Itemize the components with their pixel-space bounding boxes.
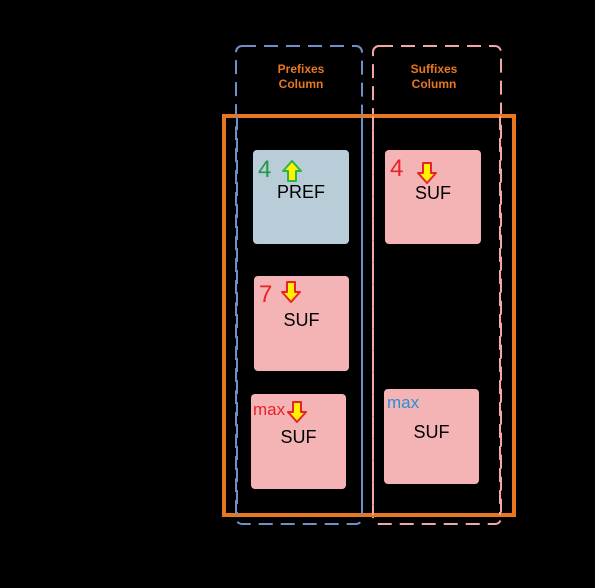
card-label: PREF (276, 182, 325, 202)
card-number: 7 (259, 281, 273, 308)
card-label: SUF (413, 422, 450, 442)
suf-card-max-left: max SUF (251, 394, 346, 489)
card-label: SUF (283, 310, 320, 330)
card-number: 4 (258, 156, 272, 183)
suffixes-column-header: Suffixes Column (410, 62, 458, 91)
empty-slot (385, 275, 483, 373)
card-label: SUF (280, 427, 317, 447)
up-arrow-icon (282, 160, 302, 182)
down-arrow-icon (417, 162, 437, 184)
suf-card-max-right: max SUF (384, 389, 479, 484)
card-number: max (387, 393, 420, 412)
suf-card-4: 4 SUF (385, 150, 481, 244)
pref-card-4: 4 PREF (253, 150, 349, 244)
suf-card-7: 7 SUF (254, 276, 349, 371)
down-arrow-icon (287, 401, 307, 423)
prefix-column-outline (235, 45, 363, 525)
outer-frame (222, 114, 516, 517)
down-arrow-icon (281, 281, 301, 303)
card-number: 4 (390, 155, 404, 182)
card-number: max (253, 400, 286, 419)
card-label: SUF (415, 183, 451, 203)
suffix-column-outline (372, 45, 502, 525)
prefixes-column-header: Prefixes Column (277, 62, 325, 91)
